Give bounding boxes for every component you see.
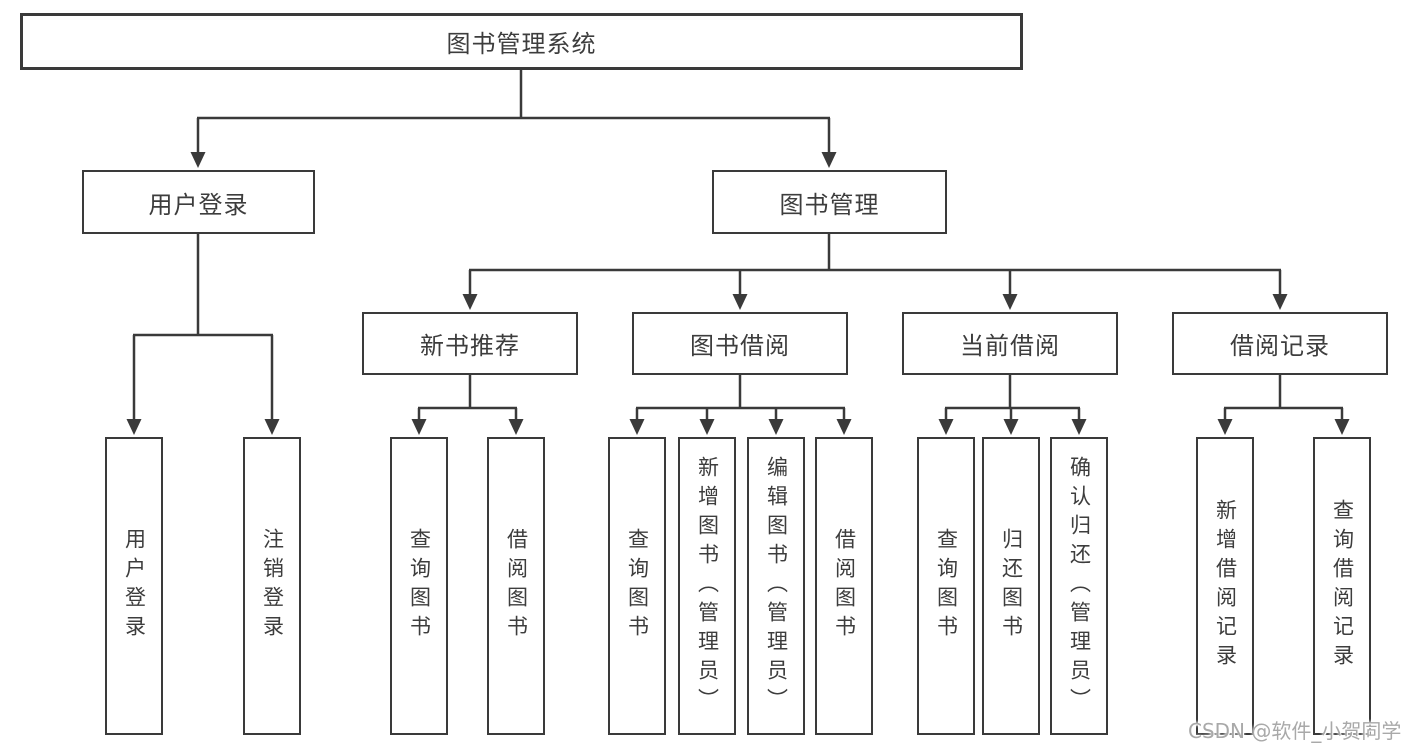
leaf-query-books-recommend: 查询图书 [390, 437, 448, 735]
leaf-return-books-label: 归还图书 [999, 528, 1024, 644]
node-book-management-label: 图书管理 [779, 190, 880, 219]
leaf-borrow-books-borrowing-label: 借阅图书 [832, 528, 857, 644]
leaf-user-login-label: 用户登录 [122, 528, 147, 644]
node-library-system: 图书管理系统 [20, 13, 1023, 70]
leaf-add-borrow-record: 新增借阅记录 [1196, 437, 1254, 735]
leaf-borrow-books-recommend: 借阅图书 [487, 437, 545, 735]
node-user-login-branch-label: 用户登录 [148, 190, 249, 219]
leaf-borrow-books-recommend-label: 借阅图书 [504, 528, 529, 644]
leaf-edit-books-admin-label: 编辑图书（管理员） [764, 455, 789, 717]
leaf-query-books-borrowing-label: 查询图书 [625, 528, 650, 644]
node-current-borrowing: 当前借阅 [902, 312, 1118, 375]
leaf-logout-label: 注销登录 [260, 528, 285, 644]
leaf-return-books: 归还图书 [982, 437, 1040, 735]
leaf-query-books-current: 查询图书 [917, 437, 975, 735]
leaf-logout: 注销登录 [243, 437, 301, 735]
leaf-query-books-recommend-label: 查询图书 [407, 528, 432, 644]
leaf-add-books-admin: 新增图书（管理员） [678, 437, 736, 735]
node-book-management: 图书管理 [712, 170, 947, 234]
leaf-query-books-current-label: 查询图书 [934, 528, 959, 644]
leaf-borrow-books-borrowing: 借阅图书 [815, 437, 873, 735]
node-library-system-label: 图书管理系统 [446, 30, 597, 58]
node-new-book-recommend: 新书推荐 [362, 312, 578, 375]
leaf-query-books-borrowing: 查询图书 [608, 437, 666, 735]
leaf-confirm-return-admin: 确认归还（管理员） [1050, 437, 1108, 735]
leaf-user-login: 用户登录 [105, 437, 163, 735]
node-user-login-branch: 用户登录 [82, 170, 315, 234]
leaf-confirm-return-admin-label: 确认归还（管理员） [1067, 455, 1092, 717]
node-book-borrowing: 图书借阅 [632, 312, 848, 375]
leaf-add-borrow-record-label: 新增借阅记录 [1213, 499, 1238, 673]
node-borrow-records-label: 借阅记录 [1230, 332, 1330, 360]
leaf-query-borrow-record-label: 查询借阅记录 [1330, 499, 1355, 673]
leaf-query-borrow-record: 查询借阅记录 [1313, 437, 1371, 735]
csdn-watermark: CSDN @软件_小贺同学 [1188, 719, 1402, 743]
leaf-add-books-admin-label: 新增图书（管理员） [695, 455, 720, 717]
node-current-borrowing-label: 当前借阅 [960, 332, 1060, 360]
node-book-borrowing-label: 图书借阅 [690, 332, 790, 360]
node-borrow-records: 借阅记录 [1172, 312, 1388, 375]
leaf-edit-books-admin: 编辑图书（管理员） [747, 437, 805, 735]
node-new-book-recommend-label: 新书推荐 [420, 332, 520, 360]
